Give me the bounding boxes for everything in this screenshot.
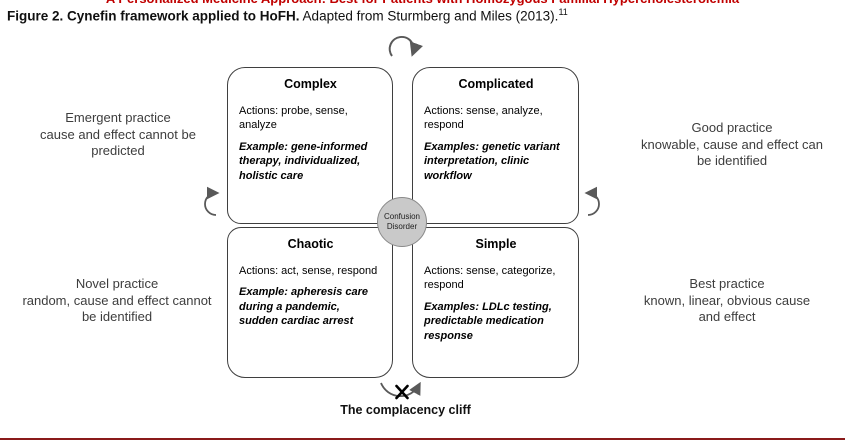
- quadrant-complex-example: Example: gene-informed therapy, individu…: [239, 140, 368, 182]
- confusion-label: Confusion: [383, 212, 421, 221]
- quadrant-complicated: Complicated Actions: sense, analyze, res…: [412, 67, 579, 224]
- quadrant-complicated-example: Examples: genetic variant interpretation…: [424, 140, 560, 182]
- confusion-disorder-node: Confusion Disorder: [377, 197, 427, 247]
- quadrant-complicated-title: Complicated: [458, 77, 534, 91]
- quadrant-simple-title: Simple: [475, 237, 517, 251]
- quadrant-simple-example: Examples: LDLc testing, predictable medi…: [424, 300, 552, 342]
- article-title-clipped: A Personalized Medicine Approach: Best f…: [0, 0, 845, 6]
- figure-caption: Figure 2. Cynefin framework applied to H…: [7, 7, 568, 24]
- quadrant-complicated-actions: Actions: sense, analyze, respond: [424, 105, 543, 132]
- quadrant-complex: Complex Actions: probe, sense, analyze E…: [227, 67, 393, 224]
- figure-caption-text: Adapted from Sturmberg and Miles (2013).: [299, 8, 559, 24]
- quadrant-complex-actions: Actions: probe, sense, analyze: [239, 105, 348, 132]
- complacency-cliff-label: The complacency cliff: [340, 403, 471, 417]
- quadrant-complex-title: Complex: [284, 77, 337, 91]
- label-emergent-practice: Emergent practice cause and effect canno…: [40, 110, 196, 159]
- quadrant-chaotic-actions: Actions: act, sense, respond: [239, 265, 378, 277]
- figure-caption-reference: 11: [558, 7, 568, 17]
- bottom-divider: [0, 438, 845, 440]
- quadrant-chaotic-title: Chaotic: [287, 237, 334, 251]
- cycle-arrow-right-icon: [581, 186, 607, 225]
- label-good-practice: Good practice knowable, cause and effect…: [641, 120, 823, 169]
- quadrant-chaotic: Chaotic Actions: act, sense, respond Exa…: [227, 227, 393, 378]
- cycle-arrow-left-icon: [197, 186, 223, 225]
- disorder-label: Disorder: [386, 222, 418, 231]
- label-novel-practice: Novel practice random, cause and effect …: [22, 276, 212, 325]
- quadrant-simple-actions: Actions: sense, categorize, respond: [424, 265, 556, 292]
- quadrant-chaotic-example: Example: apheresis care during a pandemi…: [239, 286, 369, 328]
- cycle-arrow-top-icon: [379, 33, 425, 65]
- x-mark-icon: [393, 383, 411, 406]
- figure-caption-bold: Figure 2. Cynefin framework applied to H…: [7, 8, 300, 24]
- quadrant-simple: Simple Actions: sense, categorize, respo…: [412, 227, 579, 378]
- label-best-practice: Best practice known, linear, obvious cau…: [643, 276, 811, 325]
